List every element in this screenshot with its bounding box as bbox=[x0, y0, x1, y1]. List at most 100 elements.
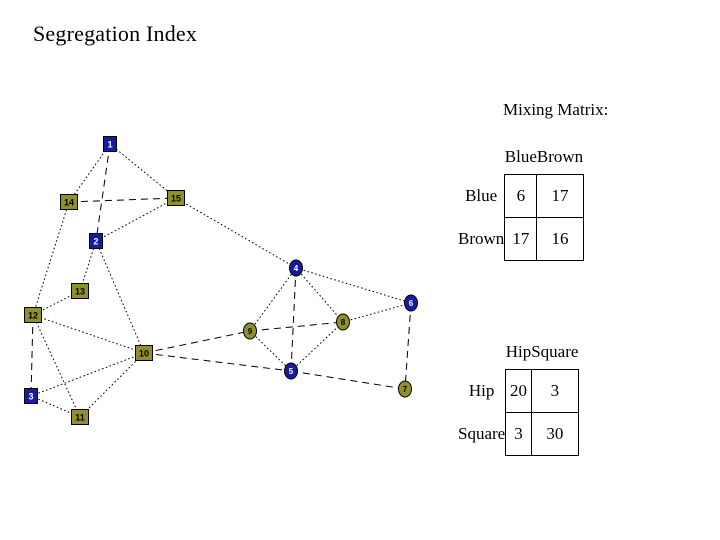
network-edge bbox=[32, 314, 145, 354]
network-node-12[interactable]: 12 bbox=[24, 307, 42, 323]
cell-1-0: 17 bbox=[504, 217, 538, 261]
node-label: 9 bbox=[248, 327, 253, 336]
node-square-shape bbox=[24, 307, 42, 323]
node-ellipse-shape bbox=[336, 313, 350, 331]
network-edge bbox=[79, 352, 145, 418]
network-edge bbox=[30, 314, 34, 397]
edge-layer bbox=[30, 143, 412, 418]
network-edge bbox=[95, 197, 177, 242]
network-edge bbox=[342, 302, 412, 323]
network-edge bbox=[249, 321, 344, 332]
node-square-shape bbox=[60, 194, 78, 210]
page-title: Segregation Index bbox=[33, 21, 198, 46]
node-square-shape bbox=[24, 388, 38, 404]
cell-0-0: 6 bbox=[504, 174, 538, 218]
node-square-shape bbox=[135, 345, 153, 361]
network-edge bbox=[295, 267, 344, 323]
table-corner-cell bbox=[458, 335, 506, 370]
network-node-1[interactable]: 1 bbox=[103, 136, 117, 152]
row-header-1: Square bbox=[458, 424, 506, 443]
node-square-shape bbox=[89, 233, 103, 249]
network-node-4[interactable]: 4 bbox=[289, 259, 303, 277]
network-edge bbox=[175, 197, 297, 269]
network-edge bbox=[68, 197, 177, 203]
node-label: 2 bbox=[93, 237, 98, 247]
network-node-5[interactable]: 5 bbox=[284, 362, 298, 380]
network-node-9[interactable]: 9 bbox=[243, 322, 257, 340]
node-label: 10 bbox=[139, 349, 149, 359]
cell-0-1: 17 bbox=[536, 174, 584, 218]
network-edge bbox=[249, 330, 292, 372]
network-node-15[interactable]: 15 bbox=[167, 190, 185, 206]
column-header-0: Hip bbox=[505, 342, 532, 361]
table-row: Blue 6 17 bbox=[458, 174, 584, 218]
network-edge bbox=[290, 370, 406, 390]
node-ellipse-shape bbox=[404, 294, 418, 312]
table-row: Brown 17 16 bbox=[458, 217, 584, 261]
network-node-6[interactable]: 6 bbox=[404, 294, 418, 312]
network-edge bbox=[32, 314, 81, 418]
network-edge bbox=[68, 143, 111, 203]
row-header-0: Hip bbox=[468, 381, 495, 400]
node-square-shape bbox=[71, 283, 89, 299]
table-row: Hip 20 3 bbox=[458, 369, 579, 413]
network-edge bbox=[143, 352, 292, 372]
network-edge bbox=[295, 267, 412, 304]
network-edge bbox=[404, 302, 412, 390]
network-edge bbox=[95, 240, 145, 354]
mixing-matrix-caption: Mixing Matrix: bbox=[503, 100, 609, 119]
cell-0-0: 20 bbox=[505, 369, 532, 413]
network-node-3[interactable]: 3 bbox=[24, 388, 38, 404]
network-node-14[interactable]: 14 bbox=[60, 194, 78, 210]
node-label: 13 bbox=[75, 287, 85, 297]
network-node-11[interactable]: 11 bbox=[71, 409, 89, 425]
network-node-7[interactable]: 7 bbox=[398, 380, 412, 398]
cell-1-1: 16 bbox=[536, 217, 584, 261]
column-header-1: Square bbox=[531, 342, 579, 361]
table-header-row: Hip Square bbox=[458, 335, 579, 370]
cell-1-1: 30 bbox=[530, 412, 579, 456]
cell-1-0: 3 bbox=[505, 412, 532, 456]
network-edge bbox=[143, 330, 251, 354]
network-edge bbox=[109, 143, 177, 199]
row-header-0: Blue bbox=[465, 186, 498, 205]
node-square-shape bbox=[103, 136, 117, 152]
network-edge bbox=[79, 240, 97, 292]
table-header-row: Blue Brown bbox=[458, 140, 583, 175]
network-edge bbox=[290, 267, 297, 372]
node-label: 14 bbox=[64, 198, 74, 208]
node-square-shape bbox=[71, 409, 89, 425]
node-label: 11 bbox=[75, 413, 85, 423]
row-header-1: Brown bbox=[458, 229, 505, 248]
table-corner-cell bbox=[458, 140, 505, 175]
node-label: 15 bbox=[171, 194, 181, 204]
network-edge bbox=[32, 201, 70, 316]
table-row: Square 3 30 bbox=[458, 412, 579, 456]
network-edge bbox=[290, 321, 344, 372]
network-edge bbox=[30, 352, 145, 397]
shape-matrix-table: Hip Square Hip 20 3 Square 3 30 bbox=[458, 335, 579, 456]
node-label: 12 bbox=[28, 311, 38, 321]
node-ellipse-shape bbox=[243, 322, 257, 340]
network-node-2[interactable]: 2 bbox=[89, 233, 103, 249]
node-label: 7 bbox=[403, 385, 408, 394]
network-node-10[interactable]: 10 bbox=[135, 345, 153, 361]
node-label: 4 bbox=[294, 264, 299, 273]
node-ellipse-shape bbox=[284, 362, 298, 380]
column-header-0: Blue bbox=[504, 147, 537, 166]
node-square-shape bbox=[167, 190, 185, 206]
node-ellipse-shape bbox=[398, 380, 412, 398]
node-label: 6 bbox=[409, 299, 414, 308]
network-node-8[interactable]: 8 bbox=[336, 313, 350, 331]
node-label: 5 bbox=[289, 367, 294, 376]
node-label: 1 bbox=[107, 140, 112, 150]
node-label: 3 bbox=[28, 392, 33, 402]
node-label: 8 bbox=[341, 318, 346, 327]
node-ellipse-shape bbox=[289, 259, 303, 277]
network-edge bbox=[249, 267, 297, 332]
network-node-13[interactable]: 13 bbox=[71, 283, 89, 299]
